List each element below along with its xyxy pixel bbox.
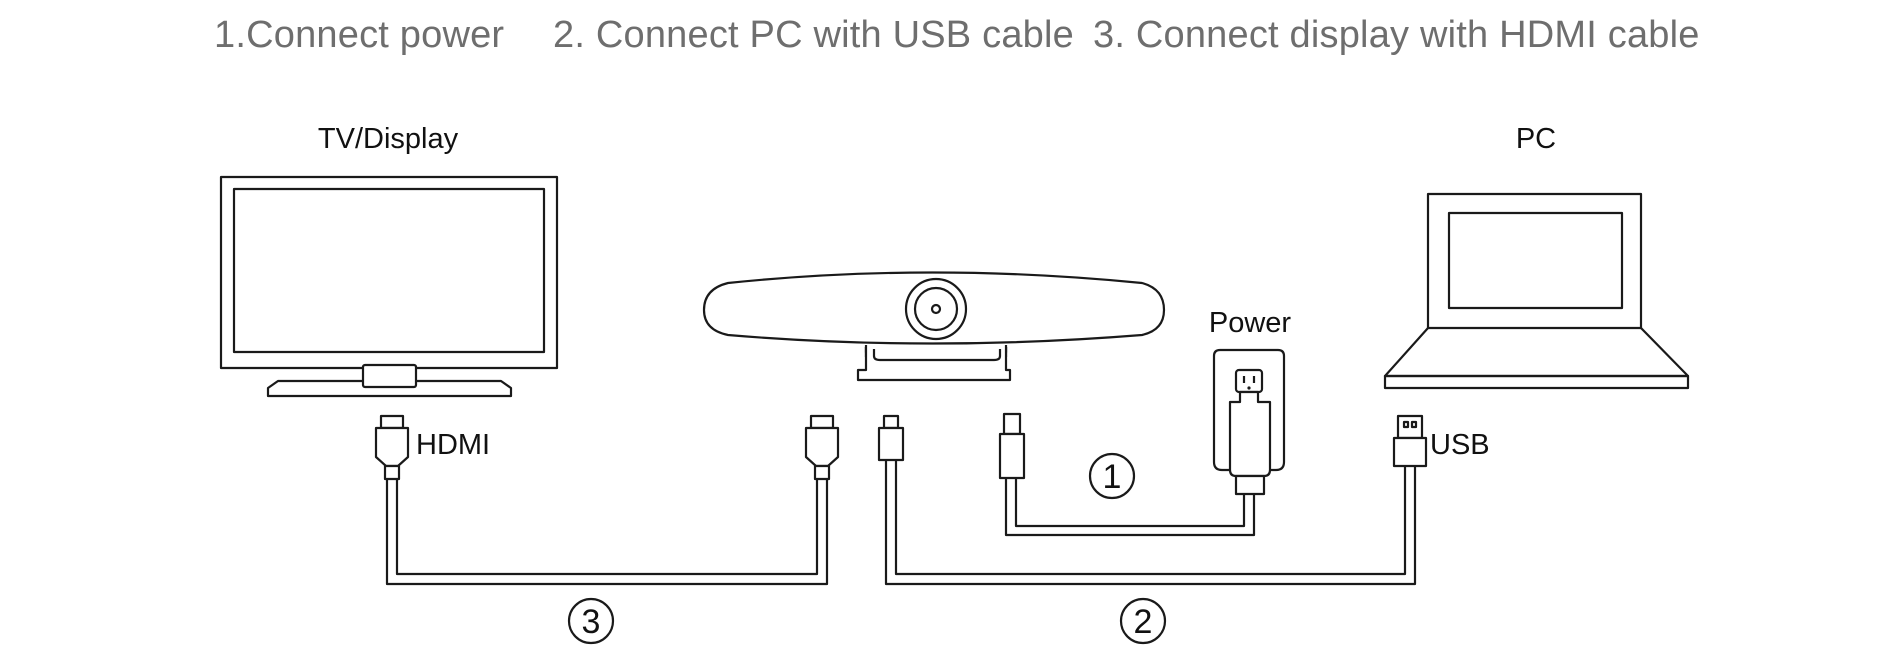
camera-bar-icon xyxy=(702,271,1166,382)
marker-1-text: 1 xyxy=(1103,458,1122,496)
hdmi-cable-icon xyxy=(374,414,840,586)
laptop-pc-icon xyxy=(1383,192,1690,390)
power-label: Power xyxy=(1209,307,1292,339)
step-1-label: 1.Connect power xyxy=(214,14,505,56)
marker-2-icon: 2 xyxy=(1119,597,1167,645)
step-2-label: 2. Connect PC with USB cable xyxy=(553,14,1074,56)
power-adapter-icon xyxy=(1228,390,1272,496)
marker-2-text: 2 xyxy=(1134,603,1153,641)
marker-1-icon: 1 xyxy=(1088,452,1136,500)
tv-display-icon xyxy=(219,175,559,398)
tv-display-label: TV/Display xyxy=(318,123,459,155)
pc-label: PC xyxy=(1516,123,1556,155)
power-cable-icon xyxy=(998,412,1256,537)
step-3-label: 3. Connect display with HDMI cable xyxy=(1093,14,1700,56)
usb-cable-icon xyxy=(877,414,1428,586)
usb-label: USB xyxy=(1430,429,1490,461)
marker-3-icon: 3 xyxy=(567,597,615,645)
marker-3-text: 3 xyxy=(582,603,601,641)
hdmi-label: HDMI xyxy=(416,429,490,461)
